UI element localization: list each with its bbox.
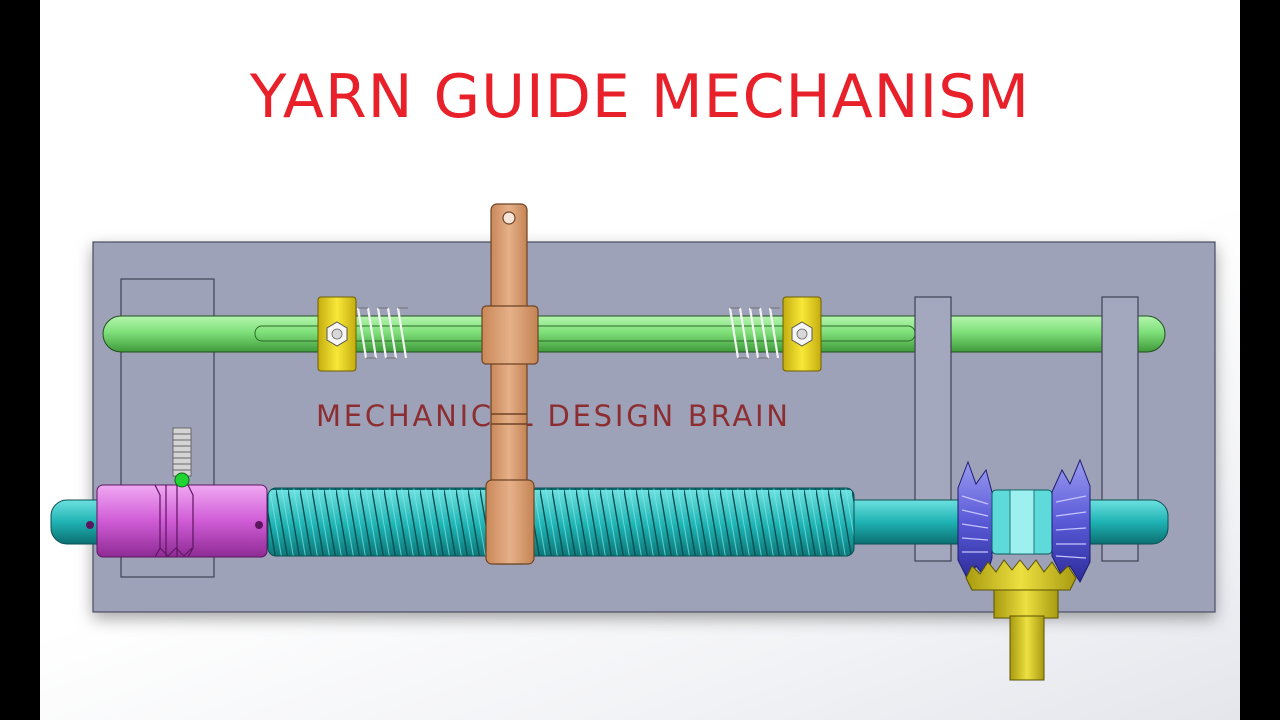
output-shaft bbox=[993, 579, 1059, 681]
collar-left bbox=[317, 296, 357, 372]
diagram-title: YARN GUIDE MECHANISM bbox=[249, 62, 1031, 132]
screw-shaft bbox=[50, 487, 1169, 557]
detent-ball bbox=[174, 472, 190, 488]
lever-arm bbox=[481, 203, 539, 565]
screw-nut bbox=[86, 484, 268, 558]
left-bracket bbox=[120, 278, 215, 578]
bevel-gear-left bbox=[957, 460, 993, 582]
gear-hub bbox=[991, 489, 1053, 555]
pinion-gear bbox=[965, 559, 1077, 591]
detent-spring bbox=[172, 427, 192, 488]
guide-rod bbox=[102, 315, 1166, 353]
collar-right bbox=[782, 296, 822, 372]
spring-left bbox=[356, 307, 408, 359]
bevel-gear-right bbox=[1051, 458, 1091, 584]
spring-right bbox=[728, 307, 780, 359]
